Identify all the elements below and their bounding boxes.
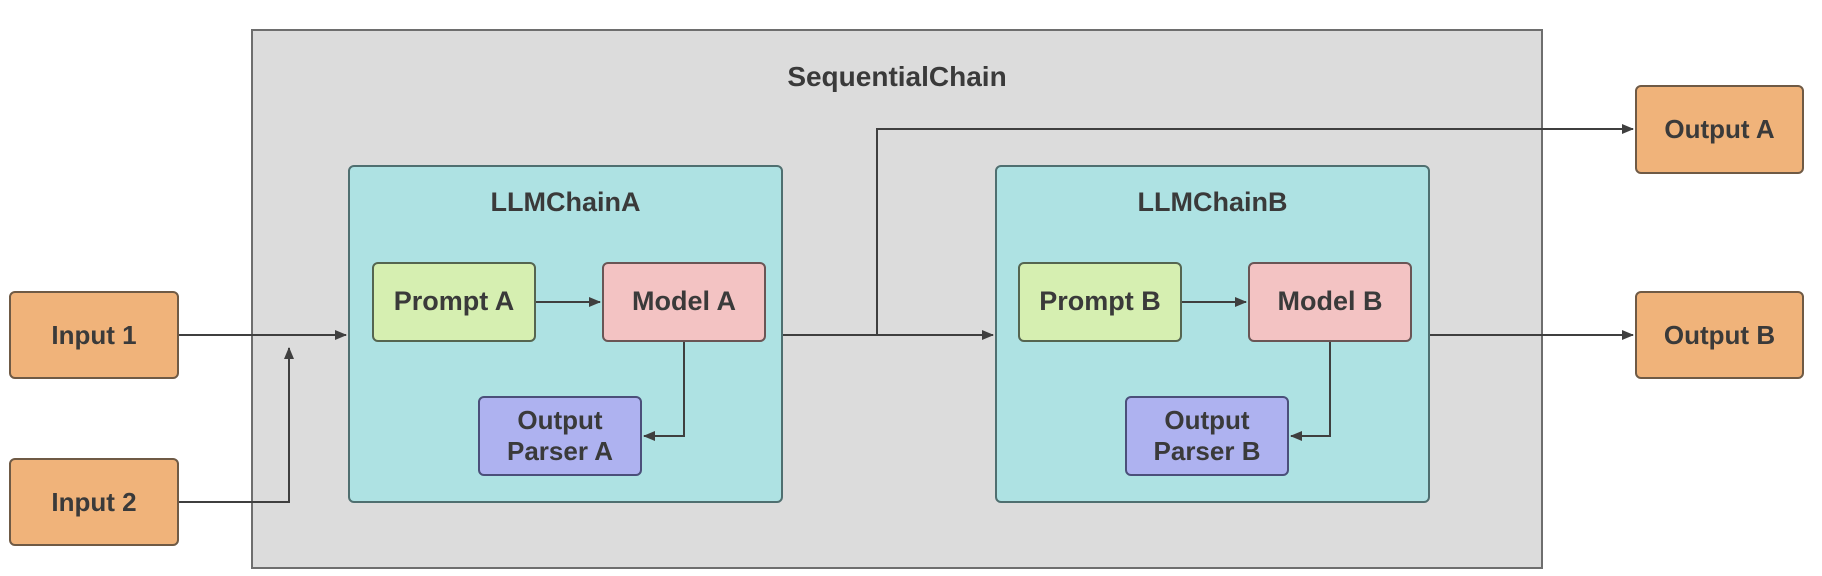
input-1-box: Input 1 xyxy=(9,291,179,379)
edge-input2-to-chain-a xyxy=(179,347,294,503)
edge-model-b-to-parser-b xyxy=(1290,342,1331,441)
sequential-chain-title: SequentialChain xyxy=(787,61,1007,92)
llm-chain-a-title: LLMChainA xyxy=(490,187,641,217)
output-a-box: Output A xyxy=(1635,85,1804,174)
model-b-box: Model B xyxy=(1248,262,1412,342)
output-parser-a-box: Output Parser A xyxy=(478,396,642,476)
llm-chain-b-title: LLMChainB xyxy=(1137,187,1288,217)
output-b-box: Output B xyxy=(1635,291,1804,379)
prompt-a-box: Prompt A xyxy=(372,262,536,342)
edge-model-a-to-parser-a xyxy=(643,342,685,441)
output-parser-b-box: Output Parser B xyxy=(1125,396,1289,476)
model-a-box: Model A xyxy=(602,262,766,342)
edge-chain-a-to-output-a xyxy=(876,124,1634,335)
prompt-b-box: Prompt B xyxy=(1018,262,1182,342)
input-2-box: Input 2 xyxy=(9,458,179,546)
